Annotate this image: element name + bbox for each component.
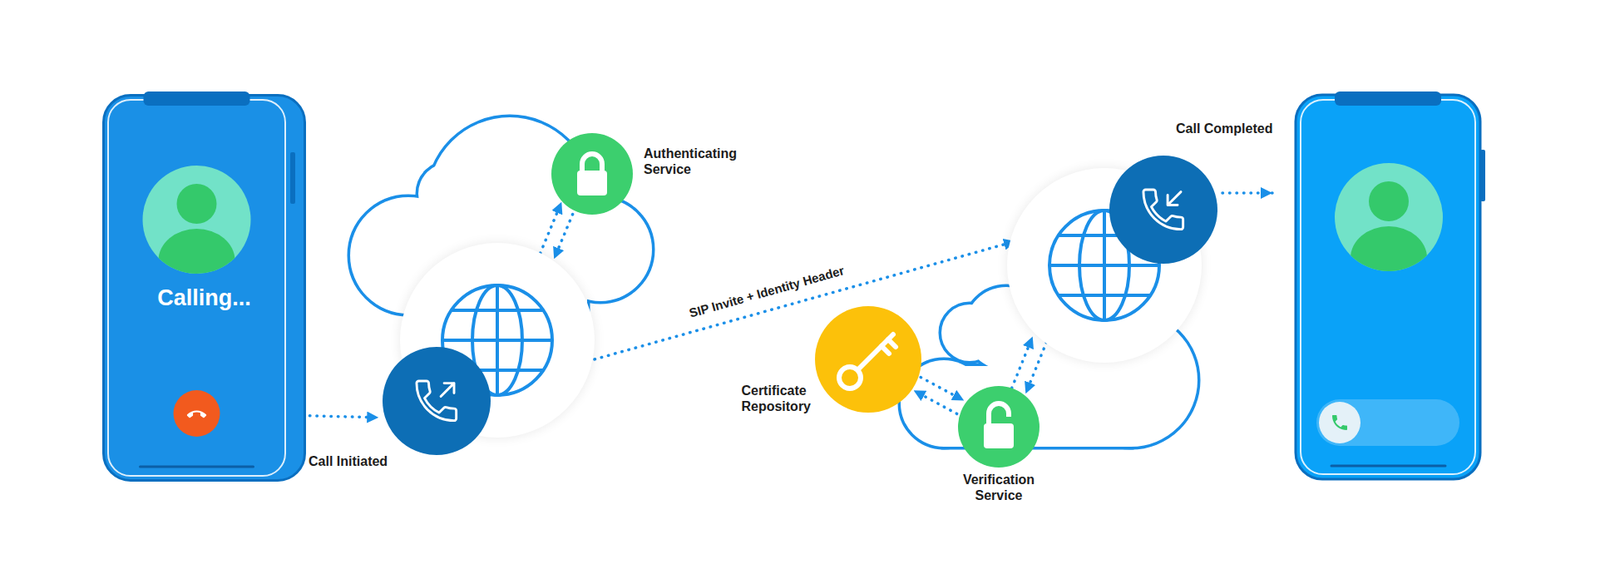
- dotted-line: [309, 415, 379, 418]
- node-artwork: [1007, 167, 1202, 363]
- node-label: Verification Service: [962, 471, 1035, 504]
- network-node: Call Completed: [1007, 167, 1202, 363]
- connector: [594, 241, 1016, 360]
- node-artwork: [958, 385, 1040, 468]
- node-artwork: [814, 306, 922, 413]
- dotted-line: [553, 207, 576, 260]
- dotted-line: [540, 202, 563, 254]
- dotted-line: [594, 241, 1016, 360]
- network-node: Call Initiated: [400, 242, 595, 438]
- status-text: Calling...: [104, 284, 304, 312]
- repository-circle: Certificate Repository: [814, 306, 922, 413]
- node-label: Certificate Repository: [740, 382, 811, 415]
- connector: [1012, 336, 1047, 395]
- dotted-line: [1025, 341, 1047, 394]
- node-artwork: [400, 242, 595, 438]
- connector: [913, 377, 965, 415]
- connector: [309, 415, 379, 418]
- node-artwork: [551, 133, 633, 215]
- service-circle: Verification Service: [958, 385, 1040, 468]
- call-delivery-arrow: [1222, 191, 1273, 195]
- node-label: Call Completed: [1175, 120, 1273, 137]
- service-circle: Authenticating Service: [551, 133, 633, 215]
- dotted-line: [1012, 336, 1033, 389]
- node-label: Call Initiated: [308, 453, 388, 470]
- node-label: Authenticating Service: [643, 145, 737, 178]
- connector: [540, 202, 576, 260]
- edge-label: SIP Invite + Identity Header: [686, 262, 845, 321]
- caller-phone: Calling...: [102, 93, 307, 482]
- callee-phone: [1295, 91, 1486, 480]
- dotted-line: [913, 390, 958, 414]
